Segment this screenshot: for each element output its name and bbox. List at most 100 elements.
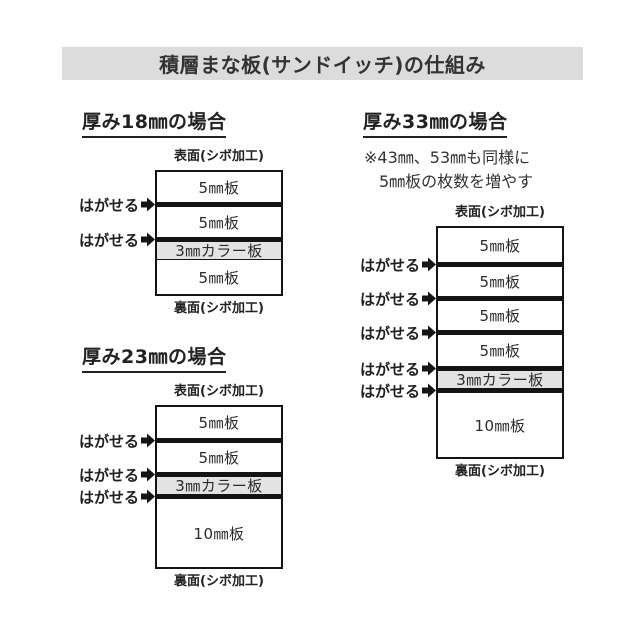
peelable-joint-line [157,438,281,443]
peelable-joint-line [157,237,281,242]
right-arrow-icon [428,383,436,398]
right-arrow-icon [141,437,147,444]
layer-label: 5㎜板 [479,273,521,291]
front-surface-label: 表面(シボ加工) [455,205,545,220]
layer-label: 5㎜板 [479,236,521,255]
right-arrow-icon [147,232,155,247]
variant-note-line: 5㎜板の枚数を増やす [379,172,534,191]
right-arrow-icon [141,471,147,478]
board-layer: 10㎜板 [438,393,562,457]
right-arrow-icon [422,261,428,268]
board-layer: 10㎜板 [157,499,281,567]
peelable-joint-line [438,262,562,267]
peel-label: はがせる [78,466,139,484]
board-stack: 5㎜板 5㎜板 5㎜板 5㎜板 3㎜カラー板 10㎜板 [436,226,564,459]
back-surface-label: 裏面(シボ加工) [455,464,545,479]
right-arrow-icon [141,236,147,243]
peel-label: はがせる [359,324,420,342]
peel-label: はがせる [359,382,420,400]
title-bar: 積層まな板(サンドイッチ)の仕組み [62,47,583,80]
board-layer: 5㎜板 [157,443,281,472]
section-header-text: 厚み23㎜の場合 [82,345,227,373]
variant-note-line: ※43㎜、53㎜も同様に [364,148,531,167]
peelable-joint-line [438,330,562,335]
peel-label: はがせる [78,488,139,506]
peel-indicator: はがせる [358,254,436,275]
right-arrow-icon [141,201,147,208]
color-board-layer: 3㎜カラー板 [157,477,281,495]
peel-label: はがせる [78,196,139,214]
peel-indicator: はがせる [358,322,436,343]
peel-indicator: はがせる [77,430,155,451]
peel-indicator: はがせる [77,194,155,215]
board-layer: 5㎜板 [438,228,562,262]
peelable-joint-line [438,388,562,393]
right-arrow-icon [422,387,428,394]
board-layer: 5㎜板 [438,267,562,296]
board-layer: 5㎜板 [157,207,281,237]
peel-indicator: はがせる [77,229,155,250]
layer-label: 3㎜カラー板 [175,242,263,260]
peelable-joint-line [438,366,562,371]
back-surface-label: 裏面(シボ加工) [174,574,264,589]
layer-label: 5㎜板 [479,307,521,325]
right-arrow-icon [428,325,436,340]
right-arrow-icon [147,197,155,212]
layer-label: 10㎜板 [474,416,526,435]
right-arrow-icon [147,467,155,482]
front-surface-label: 表面(シボ加工) [174,149,264,164]
joint-line [157,259,281,260]
layer-label: 5㎜板 [479,342,521,360]
peel-label: はがせる [359,256,420,274]
peelable-joint-line [157,494,281,499]
peel-indicator: はがせる [358,358,436,379]
section-33mm: 厚み33㎜の場合 ※43㎜、53㎜も同様に 5㎜板の枚数を増やす 表面(シボ加工… [358,110,574,480]
layer-label: 5㎜板 [198,268,240,287]
layer-label: 3㎜カラー板 [175,477,263,495]
peel-label: はがせる [78,432,139,450]
section-header: 厚み18㎜の場合 [82,110,293,138]
board-layer: 5㎜板 [438,335,562,366]
layer-label: 5㎜板 [198,414,240,432]
peel-label: はがせる [78,231,139,249]
right-arrow-icon [147,433,155,448]
peelable-joint-line [157,202,281,207]
section-header-text: 厚み33㎜の場合 [363,110,508,138]
right-arrow-icon [428,361,436,376]
right-arrow-icon [422,295,428,302]
peel-indicator: はがせる [358,380,436,401]
right-arrow-icon [422,329,428,336]
layer-label: 3㎜カラー板 [456,371,544,389]
right-arrow-icon [428,291,436,306]
peel-indicator: はがせる [77,464,155,485]
color-board-layer: 3㎜カラー板 [438,371,562,389]
layer-label: 5㎜板 [198,213,240,232]
board-layer: 5㎜板 [157,407,281,438]
right-arrow-icon [141,493,147,500]
peelable-joint-line [438,296,562,301]
back-surface-label: 裏面(シボ加工) [174,301,264,316]
board-layer: 5㎜板 [157,260,281,294]
peel-label: はがせる [359,360,420,378]
variant-note: ※43㎜、53㎜も同様に 5㎜板の枚数を増やす [364,146,574,194]
layer-label: 10㎜板 [193,524,245,543]
layer-label: 5㎜板 [198,178,240,197]
peel-indicator: はがせる [77,486,155,507]
front-surface-label: 表面(シボ加工) [174,384,264,399]
section-header: 厚み33㎜の場合 [363,110,574,138]
peel-label: はがせる [359,290,420,308]
page-title: 積層まな板(サンドイッチ)の仕組み [159,53,486,77]
section-header: 厚み23㎜の場合 [82,345,293,373]
layer-label: 5㎜板 [198,449,240,467]
board-stack: 5㎜板 5㎜板 3㎜カラー板 5㎜板 [155,170,283,296]
right-arrow-icon [428,257,436,272]
section-header-text: 厚み18㎜の場合 [82,110,227,138]
right-arrow-icon [147,489,155,504]
right-arrow-icon [422,365,428,372]
